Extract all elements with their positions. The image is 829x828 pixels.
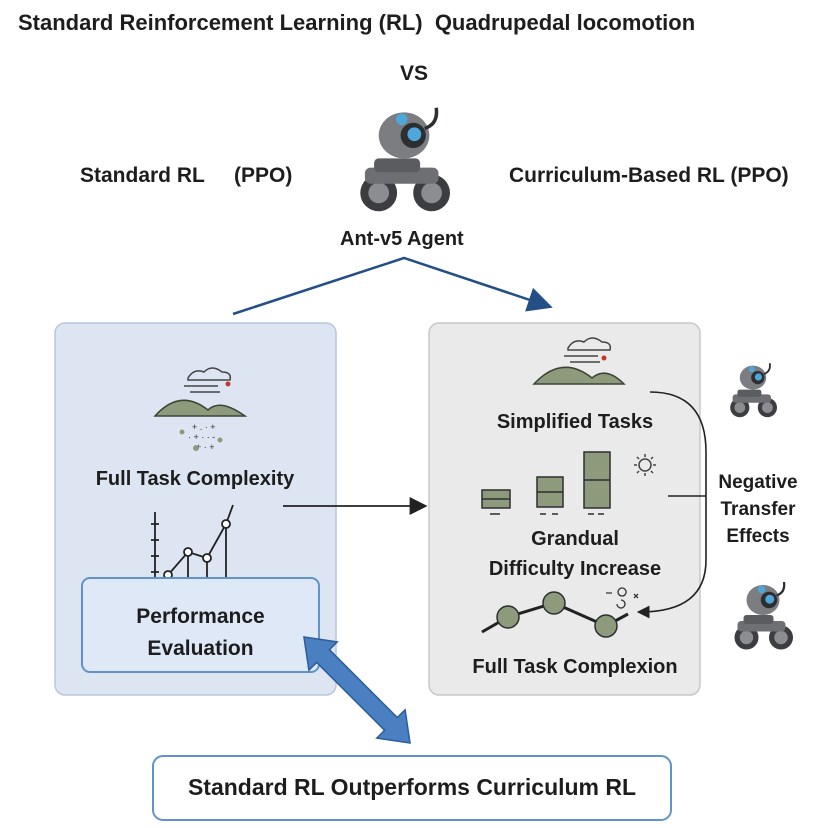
negative-transfer-bracket — [636, 391, 707, 619]
conclusion-box — [152, 755, 672, 821]
evaluation-box — [81, 577, 320, 673]
vs-label: VS — [400, 62, 429, 85]
branch-arrow — [232, 256, 553, 316]
double-arrow — [303, 636, 411, 744]
diagram-title: Standard Reinforcement Learning (RL) Qua… — [18, 10, 696, 35]
negative-transfer-line-2: Transfer — [720, 499, 796, 520]
conclusion-label: Standard RL Outperforms Curriculum RL — [187, 774, 637, 800]
right-hills-icon — [532, 337, 626, 385]
negative-transfer-line-1: Negative — [718, 472, 798, 493]
sparkle-icon — [606, 587, 639, 609]
performance-evaluation-label: Performance Evaluation — [82, 601, 319, 665]
evaluation-line-2: Evaluation — [147, 637, 254, 660]
svg-text:+ · +: + · + — [196, 442, 215, 452]
agent-label: Ant-v5 Agent — [340, 228, 464, 250]
difficulty-line-1: Grandual — [531, 528, 619, 550]
robot-icon-top — [729, 362, 778, 419]
curriculum-rl-label: Curriculum-Based RL (PPO) — [509, 164, 789, 187]
simplified-tasks-label: Simplified Tasks — [496, 411, 654, 433]
right-panel — [428, 322, 701, 696]
full-task-complexion-label: Full Task Complexion — [472, 656, 678, 678]
full-task-complexity-label: Full Task Complexity — [95, 468, 295, 490]
difficulty-line-2: Difficulty Increase — [488, 558, 662, 580]
progress-nodes — [496, 591, 618, 638]
svg-text:· + · · -: · + · · - — [188, 432, 215, 442]
evaluation-line-1: Performance — [136, 605, 265, 628]
svg-text:+ . · +: + . · + — [192, 422, 216, 432]
gear-icon — [634, 454, 656, 476]
difficulty-increase-label: Grandual Difficulty Increase — [460, 524, 690, 584]
standard-rl-label: Standard RL — [80, 164, 205, 187]
negative-transfer-label: Negative Transfer Effects — [708, 469, 808, 550]
negative-transfer-line-3: Effects — [726, 526, 790, 547]
robot-icon-bottom — [733, 580, 795, 651]
standard-rl-algo: (PPO) — [234, 164, 293, 187]
left-hills-icon: + . · + · + · · - + · + — [153, 367, 248, 452]
